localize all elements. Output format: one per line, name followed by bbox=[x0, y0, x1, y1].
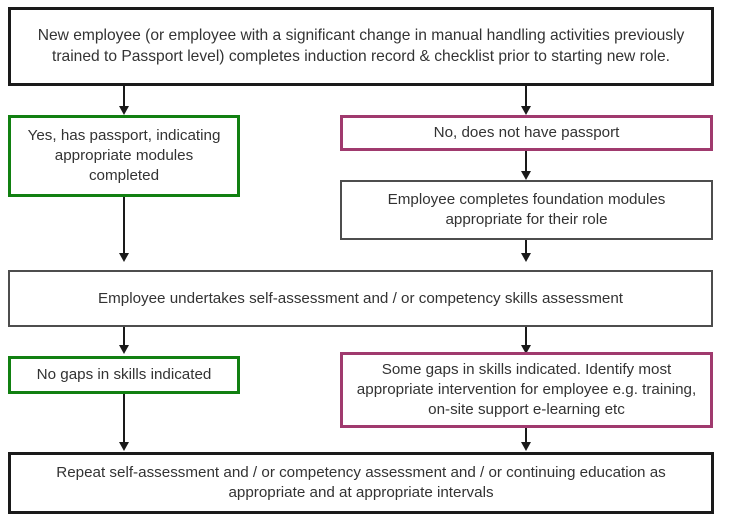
node-induction: New employee (or employee with a signifi… bbox=[8, 7, 714, 86]
node-some-gaps: Some gaps in skills indicated. Identify … bbox=[340, 352, 713, 428]
node-self-assessment: Employee undertakes self-assessment and … bbox=[8, 270, 713, 327]
node-foundation-modules: Employee completes foundation modules ap… bbox=[340, 180, 713, 240]
connector-self-assessment-to-some-gaps bbox=[525, 327, 527, 347]
arrowhead-induction-to-no-passport bbox=[521, 106, 531, 115]
node-induction-label: New employee (or employee with a signifi… bbox=[37, 27, 685, 65]
connector-foundation-to-self-assessment bbox=[525, 240, 527, 255]
connector-induction-to-no-passport bbox=[525, 86, 527, 108]
arrowhead-self-assessment-to-some-gaps bbox=[521, 345, 531, 354]
node-some-gaps-label: Some gaps in skills indicated. Identify … bbox=[356, 361, 697, 418]
arrowhead-has-passport-to-self-assessment bbox=[119, 253, 129, 262]
arrowhead-no-passport-to-foundation bbox=[521, 171, 531, 180]
node-foundation-modules-label: Employee completes foundation modules ap… bbox=[387, 191, 666, 228]
node-has-passport: Yes, has passport, indicating appropriat… bbox=[8, 115, 240, 197]
arrowhead-self-assessment-to-no-gaps bbox=[119, 345, 129, 354]
connector-some-gaps-to-repeat bbox=[525, 428, 527, 444]
arrowhead-induction-to-has-passport bbox=[119, 106, 129, 115]
connector-has-passport-to-self-assessment bbox=[123, 197, 125, 255]
node-no-passport: No, does not have passport bbox=[340, 115, 713, 151]
node-repeat-assessment: Repeat self-assessment and / or competen… bbox=[8, 452, 714, 514]
arrowhead-foundation-to-self-assessment bbox=[521, 253, 531, 262]
node-no-gaps-label: No gaps in skills indicated bbox=[36, 366, 212, 384]
connector-no-passport-to-foundation bbox=[525, 151, 527, 173]
node-no-gaps: No gaps in skills indicated bbox=[8, 356, 240, 394]
node-has-passport-label: Yes, has passport, indicating appropriat… bbox=[27, 127, 221, 184]
connector-no-gaps-to-repeat bbox=[123, 394, 125, 444]
arrowhead-some-gaps-to-repeat bbox=[521, 442, 531, 451]
node-self-assessment-label: Employee undertakes self-assessment and … bbox=[97, 289, 624, 307]
node-repeat-assessment-label: Repeat self-assessment and / or competen… bbox=[56, 464, 666, 501]
node-no-passport-label: No, does not have passport bbox=[433, 124, 620, 142]
connector-induction-to-has-passport bbox=[123, 86, 125, 108]
arrowhead-no-gaps-to-repeat bbox=[119, 442, 129, 451]
connector-self-assessment-to-no-gaps bbox=[123, 327, 125, 347]
